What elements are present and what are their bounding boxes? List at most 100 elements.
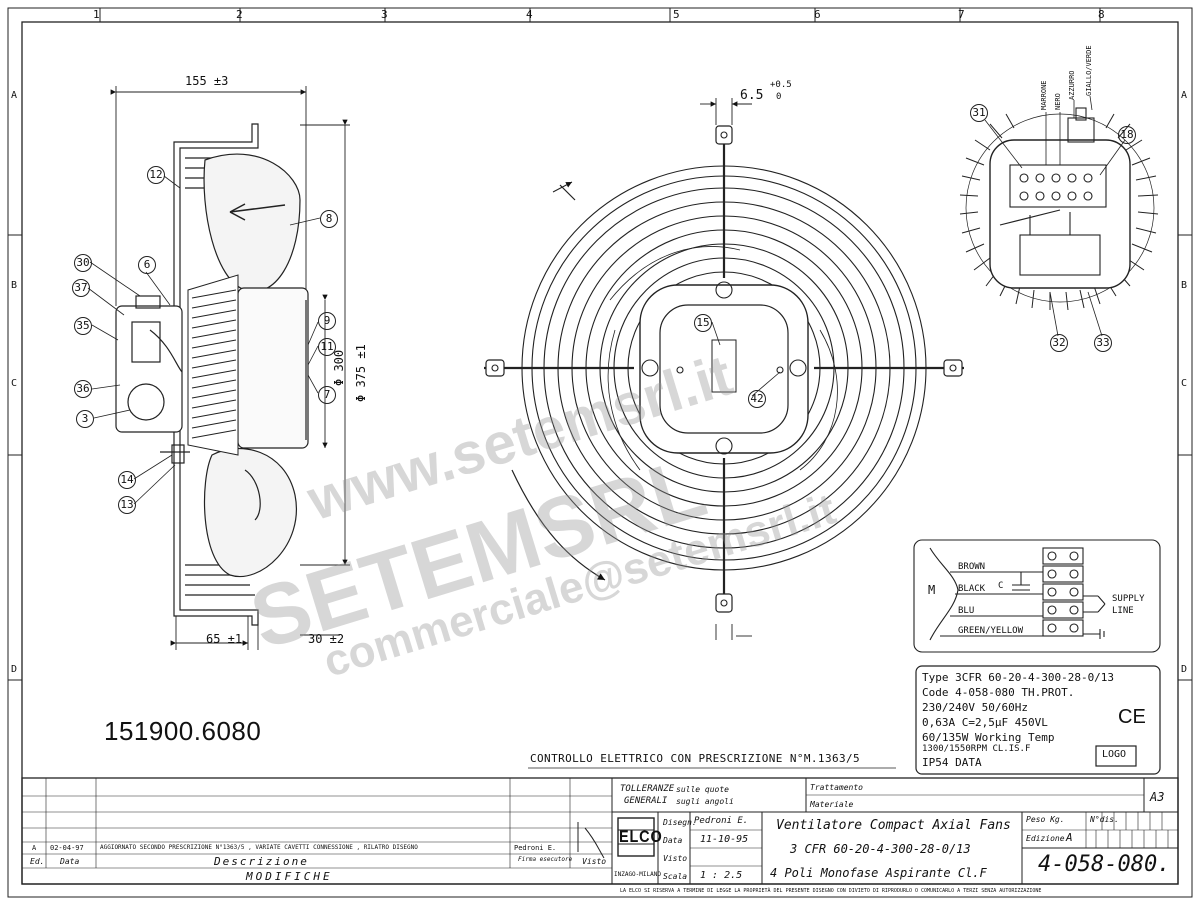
callout-11: 11: [318, 338, 336, 356]
callout-36: 36: [74, 380, 92, 398]
zone-label-side: A: [1181, 90, 1188, 101]
drawn-label: Disegn.: [663, 818, 697, 827]
capacitor-label: C: [998, 581, 1004, 591]
scale-label: Scala: [663, 872, 688, 881]
date-value: 11-10-95: [700, 834, 749, 845]
callout-9: 9: [318, 312, 336, 330]
modifications-label: MODIFICHE: [246, 870, 333, 883]
side-view-drawing: [87, 86, 350, 650]
nameplate-line: Code 4-058-080 TH.PROT.: [922, 686, 1075, 699]
wire-label: AZZURRO: [1068, 70, 1076, 100]
wire-label: MARRONE: [1040, 80, 1048, 110]
supply-label: SUPPLY: [1112, 594, 1145, 604]
edition-value: A: [1066, 831, 1073, 844]
callout-7: 7: [318, 386, 336, 404]
col-description: Descrizione: [214, 855, 309, 868]
front-view-drawing: [484, 98, 964, 640]
logo-placeholder: LOGO: [1102, 749, 1127, 760]
sheet-size: A3: [1150, 790, 1165, 804]
zone-label-side: D: [1181, 664, 1188, 675]
tolerances-quote: sulle quote: [676, 785, 729, 794]
part-number: 151900.6080: [104, 716, 262, 746]
callout-13: 13: [118, 496, 136, 514]
electrical-control-note: CONTROLLO ELETTRICO CON PRESCRIZIONE N°M…: [530, 752, 861, 765]
drawing-title-3: 4 Poli Monofase Aspirante Cl.F: [770, 866, 987, 880]
zone-label-top: 4: [526, 8, 533, 21]
zone-label-side: A: [11, 90, 18, 101]
checked-label: Visto: [663, 854, 688, 863]
revision-description: AGGIORNATO SECONDO PRESCRIZIONE N°1363/5…: [100, 844, 418, 851]
ownership-footer: LA ELCO SI RISERVA A TERMINE DI LEGGE LA…: [620, 888, 1042, 894]
company-logo: ELCO: [619, 827, 663, 846]
wire-black: BLACK: [958, 584, 986, 594]
nameplate-line: IP54 DATA: [922, 756, 982, 769]
motor-label: M: [928, 583, 936, 597]
revision-letter: A: [32, 844, 37, 852]
nameplate-line: Type 3CFR 60-20-4-300-28-0/13: [922, 671, 1115, 684]
revision-by: Pedroni E.: [514, 844, 557, 852]
zone-label-top: 7: [958, 8, 965, 21]
treatment-label: Trattamento: [810, 783, 863, 792]
dim-top-tol: +0.5: [770, 80, 792, 90]
callout-8: 8: [320, 210, 338, 228]
wire-label: GIALLO/VERDE: [1085, 45, 1093, 96]
wire-blu: BLU: [958, 606, 975, 616]
revision-date: 02-04-97: [50, 844, 84, 852]
zone-label-side: B: [11, 280, 18, 291]
scale-value: 1 : 2.5: [700, 870, 743, 881]
callout-35: 35: [74, 317, 92, 335]
nameplate-line: 60/135W Working Temp: [922, 731, 1055, 744]
dim-top: 6.5: [740, 88, 764, 103]
dim-dia-outer: Φ 375 ±1: [354, 344, 368, 402]
callout-15: 15: [694, 314, 712, 332]
wire-label: NERO: [1054, 93, 1062, 110]
nameplate-line: 0,63A C=2,5µF 450VL: [922, 716, 1048, 729]
drawing-title-1: Ventilatore Compact Axial Fans: [776, 818, 1011, 833]
callout-31: 31: [970, 104, 988, 122]
wiring-diagram: [913, 539, 1161, 653]
dim-mount: 30 ±2: [308, 632, 345, 646]
drawing-number: 4-058-080.: [1038, 852, 1171, 877]
callout-32: 32: [1050, 334, 1068, 352]
tolerances-angles: sugli angoli: [676, 797, 734, 806]
zone-label-top: 1: [93, 8, 100, 21]
zone-label-top: 5: [673, 8, 680, 21]
line-label: LINE: [1112, 606, 1134, 616]
col-date: Data: [60, 857, 80, 866]
material-label: Materiale: [810, 800, 854, 809]
date-label: Data: [663, 836, 683, 845]
edition-label: Edizione: [1026, 834, 1065, 843]
wire-brown: BROWN: [958, 562, 986, 572]
col-signature: Firma esecutore: [518, 856, 573, 863]
callout-14: 14: [118, 471, 136, 489]
callout-6: 6: [138, 256, 156, 274]
col-edition: Ed.: [30, 857, 45, 866]
callout-30: 30: [74, 254, 92, 272]
dim-hub: 65 ±1: [206, 632, 243, 646]
drawing-no-label: N°dis.: [1090, 815, 1119, 824]
zone-label-top: 3: [381, 8, 388, 21]
callout-12: 12: [147, 166, 165, 184]
company-sub: INZAGO-MILANO: [614, 871, 661, 878]
wire-green-yellow: GREEN/YELLOW: [958, 626, 1024, 636]
nameplate-frame: [915, 665, 1161, 775]
zone-label-top: 8: [1098, 8, 1105, 21]
drawing-title-2: 3 CFR 60-20-4-300-28-0/13: [790, 842, 971, 856]
callout-18: 18: [1118, 126, 1136, 144]
zone-label-side: C: [1181, 378, 1188, 389]
weight-label: Peso Kg.: [1026, 815, 1065, 824]
terminal-box-detail: [959, 95, 1159, 337]
col-check: Visto: [582, 857, 607, 866]
zone-label-side: C: [11, 378, 18, 389]
zone-label-top: 2: [236, 8, 243, 21]
ce-mark: CE: [1118, 706, 1146, 728]
dim-top-tol2: 0: [776, 92, 782, 102]
zone-label-top: 6: [814, 8, 821, 21]
zone-label-side: B: [1181, 280, 1188, 291]
callout-37: 37: [72, 279, 90, 297]
callout-33: 33: [1094, 334, 1112, 352]
zone-label-side: D: [11, 664, 18, 675]
nameplate-line: 1300/1550RPM CL.IS.F: [922, 744, 1031, 754]
dim-dia-inner: Φ 300: [332, 349, 346, 386]
